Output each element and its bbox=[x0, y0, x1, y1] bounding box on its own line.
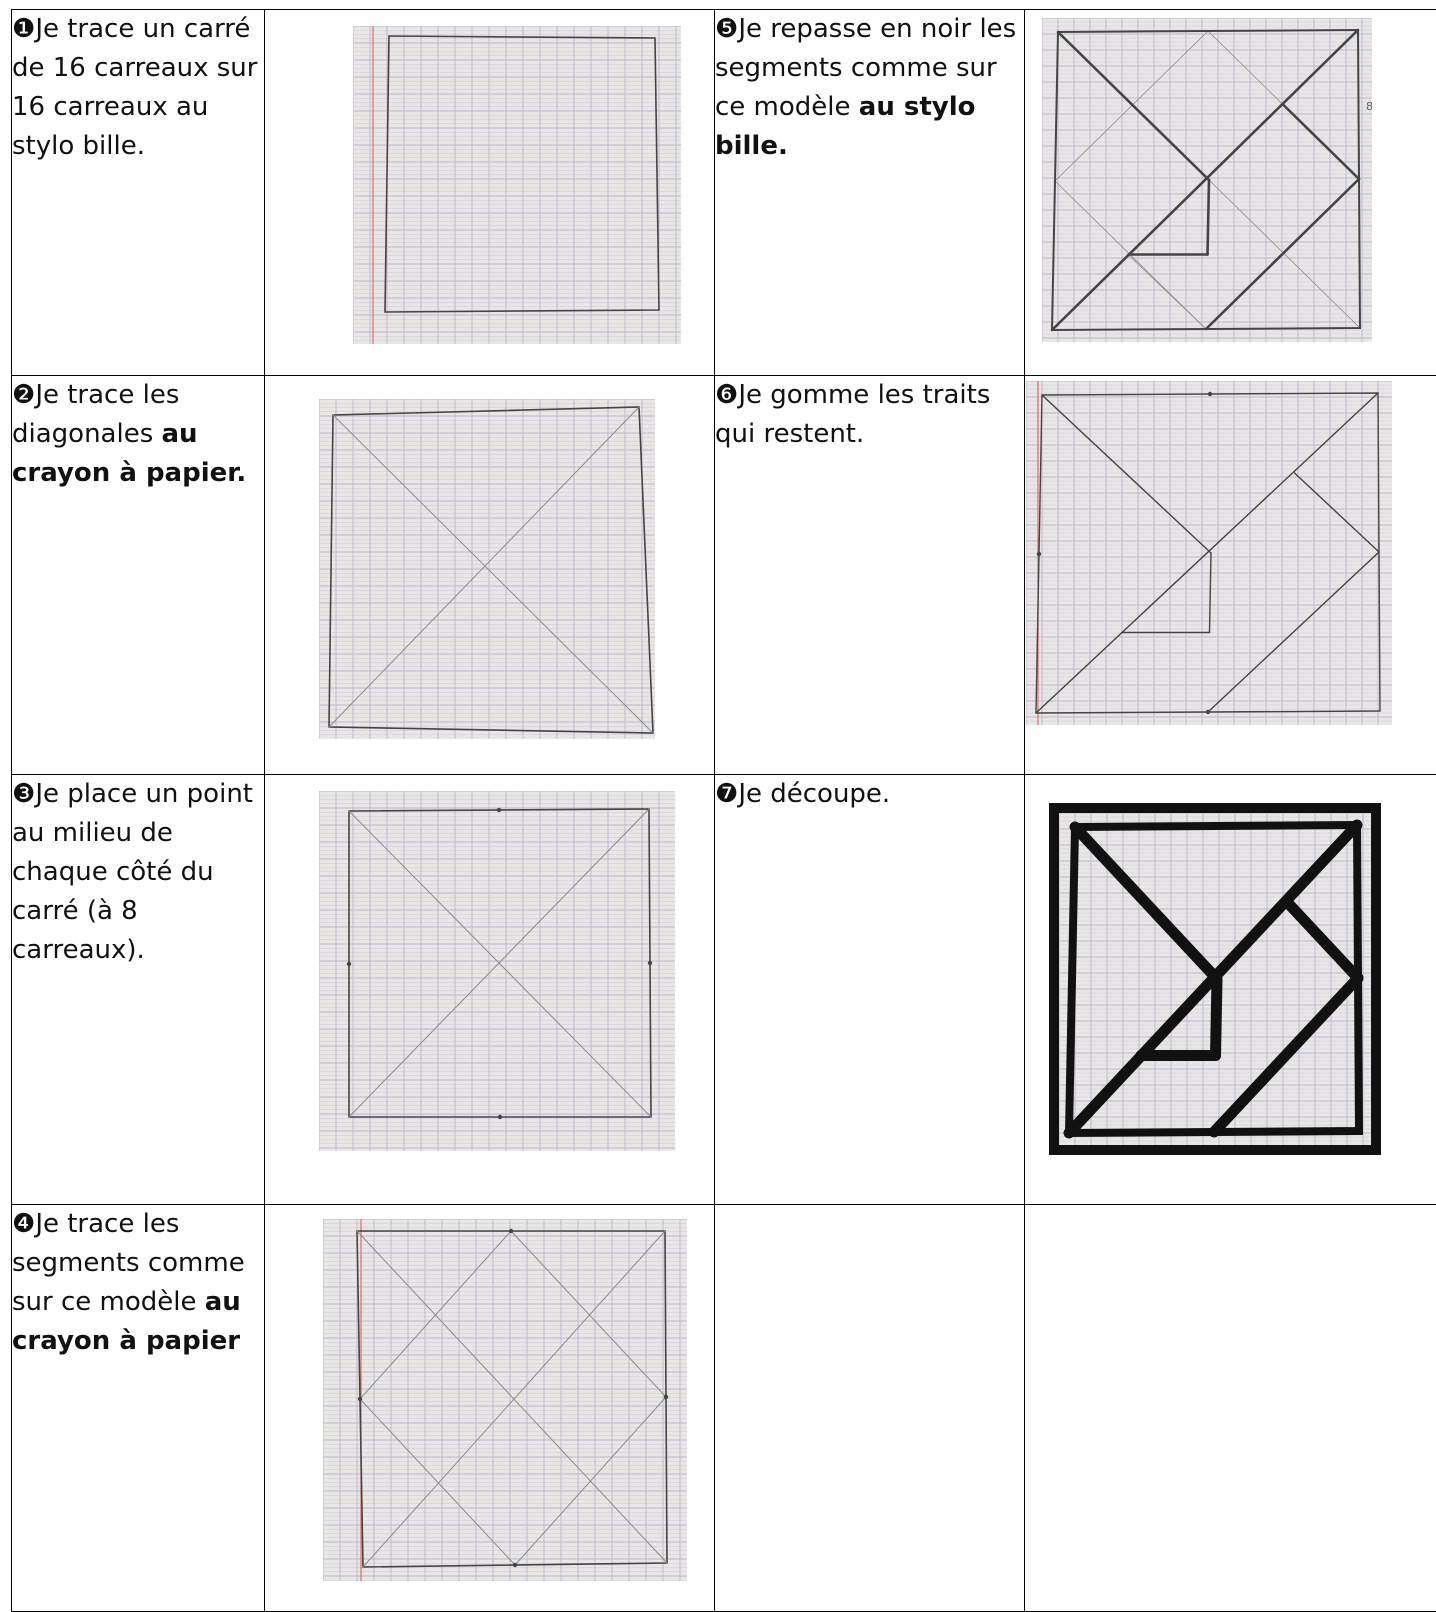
step-5-text: ❺Je repasse en noir les segments comme s… bbox=[715, 10, 1025, 376]
step-3-photo bbox=[319, 791, 675, 1151]
step-7-number: ❼ bbox=[715, 779, 738, 809]
midpoint-mark bbox=[648, 961, 652, 965]
step-7-photo-cell bbox=[1025, 775, 1436, 1205]
step-6-photo-cell bbox=[1025, 376, 1436, 775]
midpoint-mark bbox=[498, 1115, 502, 1119]
grid-lines bbox=[319, 399, 655, 739]
step-4-photo bbox=[323, 1219, 687, 1581]
step-1-number: ❶ bbox=[12, 14, 35, 44]
step-3-photo-cell bbox=[265, 775, 715, 1205]
step-6-instruction: Je gomme les traits qui restent. bbox=[715, 380, 990, 449]
step-7-text: ❼Je découpe. bbox=[715, 775, 1025, 1205]
step-2-instruction: Je trace les diagonales bbox=[12, 380, 179, 449]
step-4-number: ❹ bbox=[12, 1209, 35, 1239]
step-1-photo-cell bbox=[265, 10, 715, 376]
midpoint-mark bbox=[497, 808, 501, 812]
midpoint-mark bbox=[1037, 552, 1041, 556]
step-4-text: ❹Je trace les segments comme sur ce modè… bbox=[12, 1205, 265, 1612]
step-7-instruction: Je découpe. bbox=[738, 779, 890, 809]
midpoint-mark bbox=[664, 1395, 668, 1399]
step-6-text: ❻Je gomme les traits qui restent. bbox=[715, 376, 1025, 775]
midpoint-mark bbox=[509, 1229, 513, 1233]
step-6-photo bbox=[1026, 381, 1392, 725]
step-7-photo bbox=[1049, 803, 1381, 1155]
empty-cell bbox=[1025, 1205, 1436, 1612]
instructions-table: ❶Je trace un carré de 16 carreaux sur 16… bbox=[11, 9, 1436, 1612]
midpoint-mark bbox=[347, 962, 351, 966]
step-6-number: ❻ bbox=[715, 380, 738, 410]
step-5-number: ❺ bbox=[715, 14, 738, 44]
step-3-number: ❸ bbox=[12, 779, 35, 809]
midpoint-mark bbox=[358, 1397, 362, 1401]
step-1-photo bbox=[353, 26, 681, 344]
segment bbox=[1208, 180, 1210, 255]
paper-background bbox=[323, 1219, 687, 1581]
side-label: 8 bbox=[1366, 100, 1372, 113]
segment bbox=[1216, 979, 1218, 1056]
step-4-photo-cell bbox=[265, 1205, 715, 1612]
step-2-photo bbox=[319, 399, 655, 739]
step-5-photo: 8 bbox=[1042, 18, 1372, 342]
empty-cell bbox=[715, 1205, 1025, 1612]
step-2-photo-cell bbox=[265, 376, 715, 775]
midpoint-mark bbox=[1208, 392, 1212, 396]
midpoint-mark bbox=[1206, 710, 1210, 714]
step-1-text: ❶Je trace un carré de 16 carreaux sur 16… bbox=[12, 10, 265, 376]
inner-paper bbox=[1059, 813, 1371, 1145]
midpoint-mark bbox=[513, 1563, 517, 1567]
step-2-number: ❷ bbox=[12, 380, 35, 410]
step-1-instruction: Je trace un carré de 16 carreaux sur 16 … bbox=[12, 14, 257, 161]
step-3-instruction: Je place un point au milieu de chaque cô… bbox=[12, 779, 253, 965]
paper-background bbox=[353, 26, 681, 344]
step-2-text: ❷Je trace les diagonales au crayon à pap… bbox=[12, 376, 265, 775]
step-3-text: ❸Je place un point au milieu de chaque c… bbox=[12, 775, 265, 1205]
step-5-photo-cell: 8 bbox=[1025, 10, 1436, 376]
